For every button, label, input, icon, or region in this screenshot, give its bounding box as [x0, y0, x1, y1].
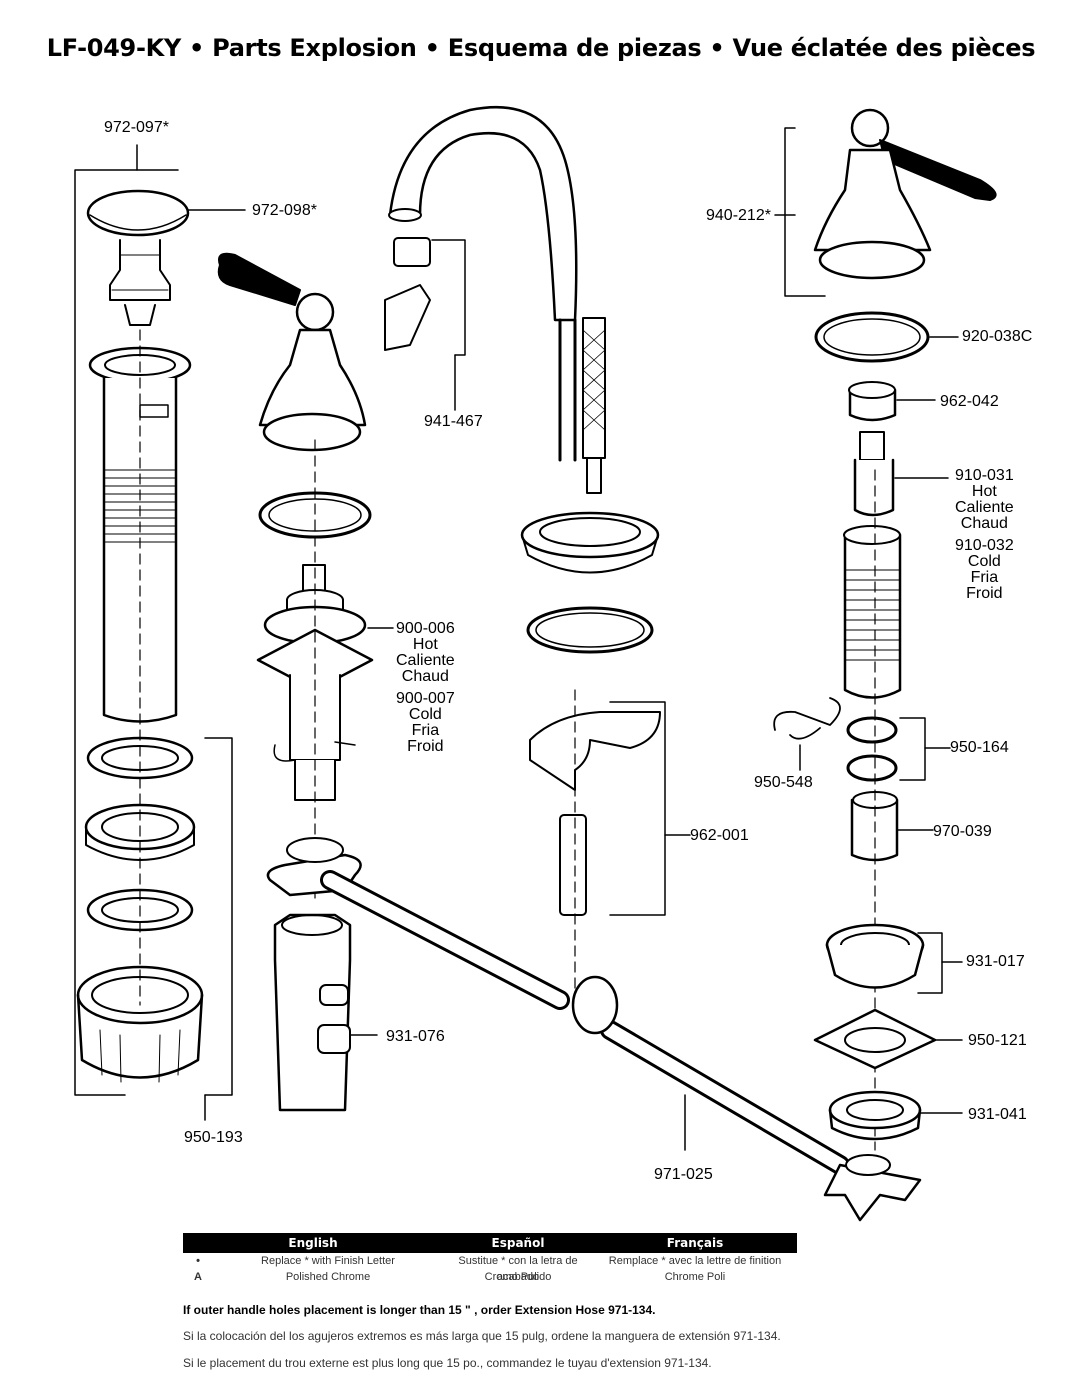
hose-971-025	[320, 870, 922, 1222]
page-title: LF-049-KY • Parts Explosion • Esquema de…	[46, 34, 1036, 62]
label-950-121: 950-121	[968, 1032, 1027, 1049]
label-931-041: 931-041	[968, 1106, 1027, 1123]
legend-header-francais: Français	[666, 1236, 724, 1250]
right-valve-assembly	[773, 108, 997, 1151]
label-970-039: 970-039	[933, 823, 992, 840]
left-valve-assembly	[217, 252, 394, 1112]
label-972-097: 972-097*	[104, 119, 169, 136]
label-950-548: 950-548	[754, 774, 813, 791]
extension-hose-note-french: Si le placement du trou externe est plus…	[183, 1356, 712, 1370]
legend-header-espanol: Español	[491, 1236, 545, 1250]
legend-header-english: English	[288, 1236, 338, 1250]
legend-row: A Polished Chrome Cromo Pulido Chrome Po…	[194, 1271, 726, 1283]
label-950-193: 950-193	[184, 1129, 243, 1146]
label-971-025: 971-025	[654, 1166, 713, 1183]
label-962-042: 962-042	[940, 393, 999, 410]
label-940-212: 940-212*	[706, 207, 771, 224]
legend-header: English Español Français	[183, 1233, 797, 1253]
label-962-001: 962-001	[690, 827, 749, 844]
finish-legend-table: English Español Français • Replace * wit…	[183, 1233, 797, 1285]
drain-assembly	[74, 144, 246, 1121]
stopper-cap	[86, 189, 190, 237]
spout-assembly	[384, 105, 691, 1001]
extension-hose-note-english: If outer handle holes placement is longe…	[183, 1303, 656, 1317]
label-900-006: 900-006 Hot Caliente Chaud	[396, 620, 455, 685]
label-931-017: 931-017	[966, 953, 1025, 970]
label-920-038c: 920-038C	[962, 328, 1033, 345]
label-910-032: 910-032 Cold Fria Froid	[955, 537, 1014, 602]
label-910-031: 910-031 Hot Caliente Chaud	[955, 467, 1014, 532]
label-972-098: 972-098*	[252, 202, 317, 219]
extension-hose-note-spanish: Si la colocación del los agujeros extrem…	[183, 1329, 781, 1343]
label-900-007: 900-007 Cold Fria Froid	[396, 690, 455, 755]
legend-row: • Replace * with Finish Letter Sustitue …	[196, 1255, 782, 1283]
label-931-076: 931-076	[386, 1028, 445, 1045]
label-950-164: 950-164	[950, 739, 1009, 756]
label-941-467: 941-467	[424, 413, 483, 430]
